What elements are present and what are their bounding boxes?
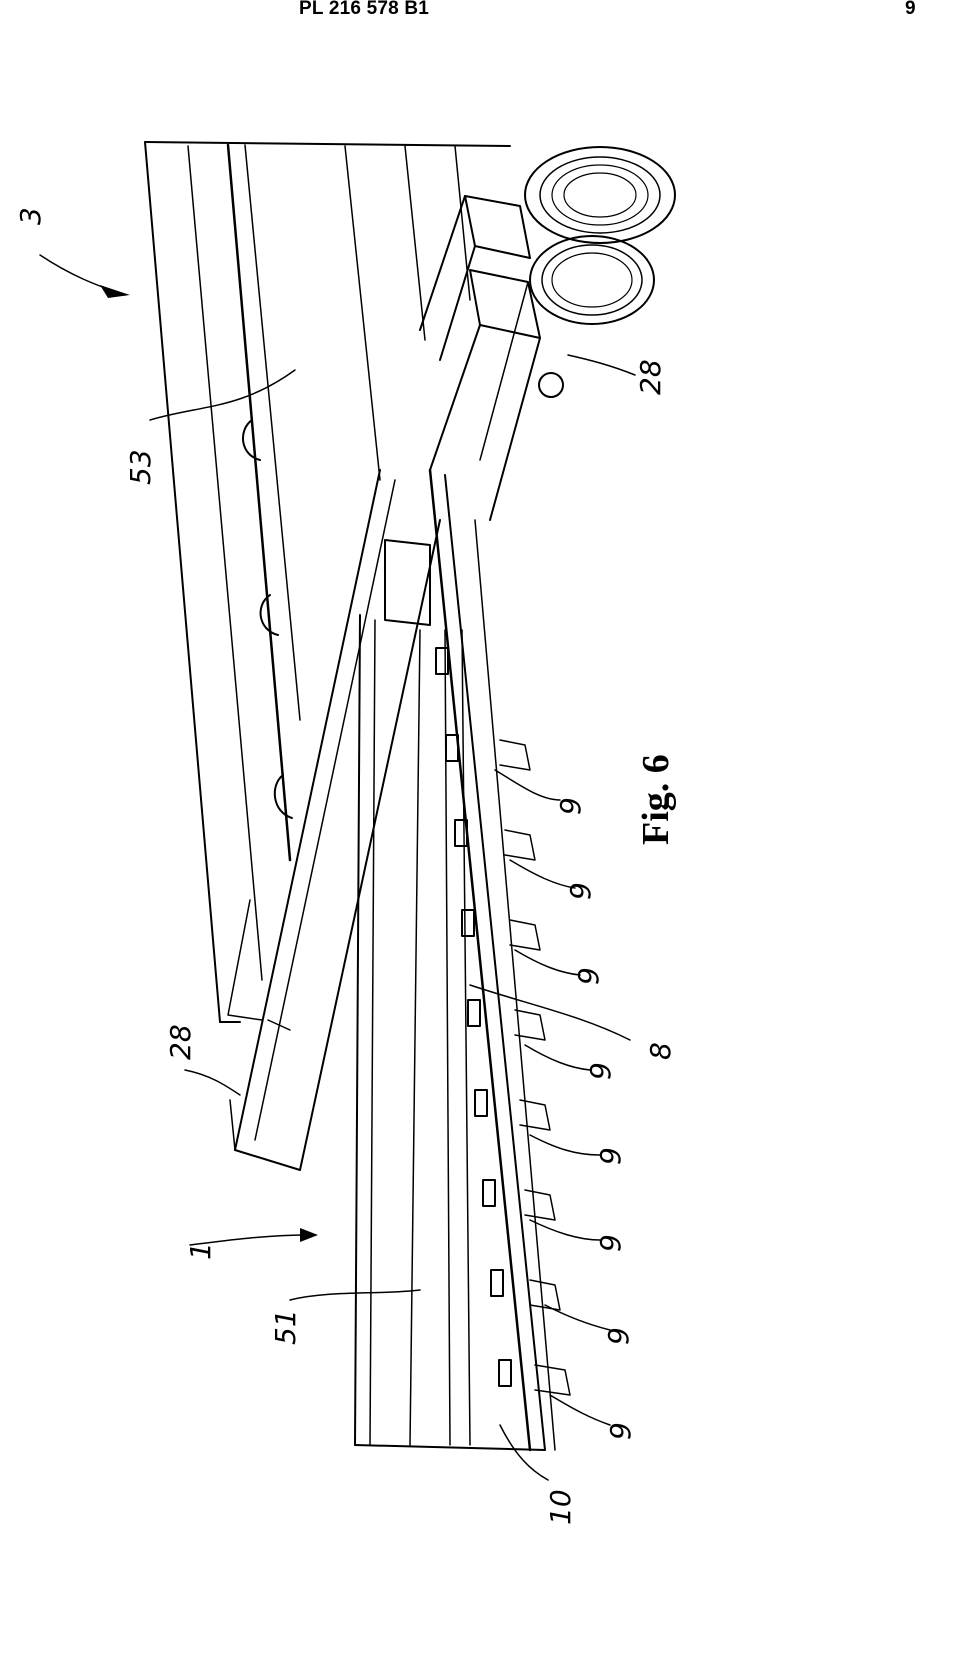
cross-members — [435, 647, 571, 1396]
beam-28-upper — [419, 195, 541, 521]
label-ref-9-h: 9 — [604, 1422, 637, 1440]
label-ref-9-b: 9 — [564, 882, 597, 900]
patent-document-id: PL 216 578 B1 — [299, 0, 430, 19]
label-ref-10: 10 — [544, 1489, 577, 1525]
label-ref-28-upper: 28 — [634, 359, 667, 395]
rail-8 — [428, 468, 556, 1452]
arrow-1 — [300, 1228, 318, 1242]
label-ref-9-a: 9 — [554, 797, 587, 815]
leader-lines — [39, 254, 636, 1481]
label-ref-53: 53 — [124, 449, 157, 485]
figure-caption: Fig. 6 — [635, 754, 677, 845]
beam-28-lower — [227, 469, 441, 1171]
page-number: 9 — [905, 0, 916, 19]
label-ref-9-g: 9 — [602, 1327, 635, 1345]
arrow-3 — [100, 285, 130, 298]
label-ref-9-e: 9 — [594, 1147, 627, 1165]
frame-51 — [354, 614, 546, 1451]
label-ref-8: 8 — [644, 1042, 677, 1060]
wheels — [524, 146, 676, 398]
body-53 — [144, 141, 511, 1023]
reference-labels: 3 53 28 28 1 51 10 8 9 9 9 9 9 9 9 9 Fig… — [14, 207, 677, 1525]
label-ref-9-d: 9 — [584, 1062, 617, 1080]
label-ref-28-lower: 28 — [164, 1024, 197, 1060]
label-ref-1: 1 — [184, 1242, 217, 1260]
label-ref-9-f: 9 — [594, 1234, 627, 1252]
label-ref-3: 3 — [14, 207, 47, 225]
label-ref-51: 51 — [269, 1309, 302, 1345]
label-ref-9-c: 9 — [572, 967, 605, 985]
page-header: PL 216 578 B1 9 — [0, 0, 960, 26]
